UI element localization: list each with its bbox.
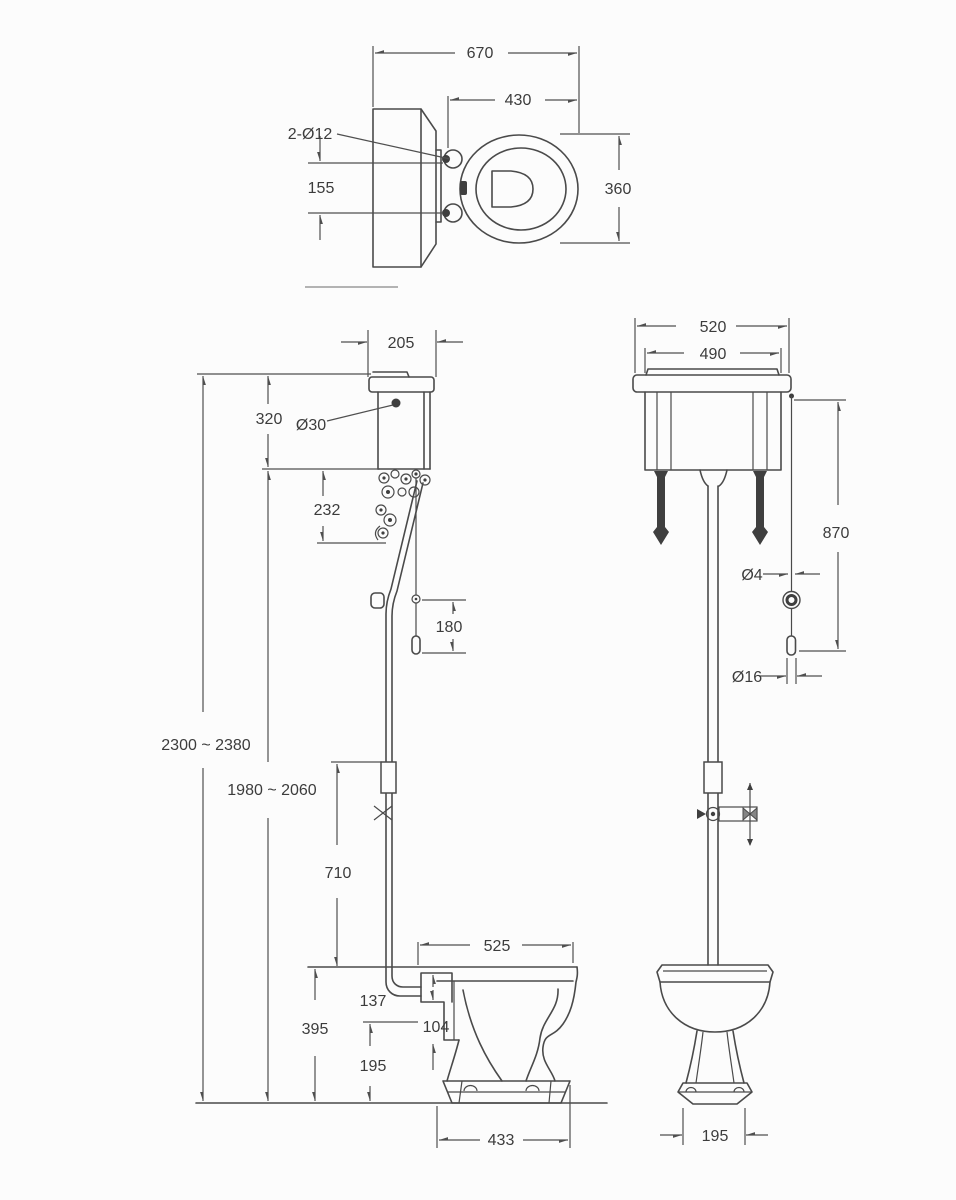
side-view: 205 Ø30 320 232 2300 ~ 2380 1980 ~ 2060 (161, 330, 608, 1149)
dim-710: 710 (325, 865, 352, 882)
dim-104: 104 (423, 1019, 450, 1036)
pipe-coupling-side (380, 761, 397, 794)
hanger-bracket-right (752, 471, 768, 545)
dim-670: 670 (467, 45, 494, 62)
dim-1980-2060: 1980 ~ 2060 (227, 782, 317, 799)
dim-195-front: 195 (702, 1128, 729, 1145)
inlet-hole-dot (391, 398, 401, 408)
label-o16: Ø16 (732, 669, 762, 686)
pull-handle-side (411, 635, 421, 655)
dim-320: 320 (256, 411, 283, 428)
pull-handle-front (786, 635, 797, 656)
fixing-hole-top (442, 155, 450, 163)
dim-137: 137 (360, 993, 387, 1010)
dim-430: 430 (505, 92, 532, 109)
dim-232: 232 (314, 502, 341, 519)
label-o30: Ø30 (296, 417, 326, 434)
seat-hinge-bolt (460, 181, 467, 195)
cistern-side-outline (368, 371, 435, 470)
dim-360: 360 (605, 181, 632, 198)
wall-bracket-front (697, 783, 758, 846)
cistern-plan-outline (372, 108, 442, 268)
pan-side-outline (307, 966, 579, 1104)
dim-195-side: 195 (360, 1058, 387, 1075)
dim-525: 525 (484, 938, 511, 955)
dim-490: 490 (700, 346, 727, 363)
wall-bracket-knob (370, 592, 385, 609)
bolt-cap-left (463, 1084, 478, 1092)
side-dimensions: 205 Ø30 320 232 2300 ~ 2380 1980 ~ 2060 (161, 330, 574, 1149)
dim-180: 180 (436, 619, 463, 636)
label-o4: Ø4 (741, 567, 762, 584)
fixing-hole-bottom (442, 209, 450, 217)
flush-pipe-front (697, 469, 758, 966)
dim-870: 870 (823, 525, 850, 542)
flush-pipe-side (370, 480, 424, 997)
front-dimensions: 520 490 870 Ø4 Ø16 195 (634, 318, 850, 1145)
pan-front-outline (656, 964, 774, 1105)
plan-dimensions: 670 430 360 155 2-Ø12 (288, 45, 632, 244)
dim-395: 395 (302, 1021, 329, 1038)
plan-view: 670 430 360 155 2-Ø12 (288, 45, 632, 288)
label-2-o12: 2-Ø12 (288, 126, 333, 143)
dim-520: 520 (700, 319, 727, 336)
dim-205: 205 (388, 335, 415, 352)
dim-155: 155 (308, 180, 335, 197)
chain-front (782, 393, 801, 656)
chain-ring-front (782, 590, 801, 610)
leader-o30 (326, 404, 394, 422)
chain-ring-side (411, 594, 421, 604)
pipe-coupling-front (703, 761, 723, 794)
dim-2300-2380: 2300 ~ 2380 (161, 737, 251, 754)
dim-433: 433 (488, 1132, 515, 1149)
chain-side (411, 478, 421, 655)
leader-2-o12 (336, 133, 451, 160)
cistern-front-outline (632, 368, 792, 471)
bolt-cap-right (525, 1084, 540, 1092)
bowl-plan-outline (442, 134, 579, 244)
cistern-bracket-scrollwork (374, 469, 431, 541)
hanger-bracket-left (653, 471, 669, 545)
front-view: 520 490 870 Ø4 Ø16 195 (632, 318, 850, 1145)
pipe-clip-side (373, 805, 393, 821)
